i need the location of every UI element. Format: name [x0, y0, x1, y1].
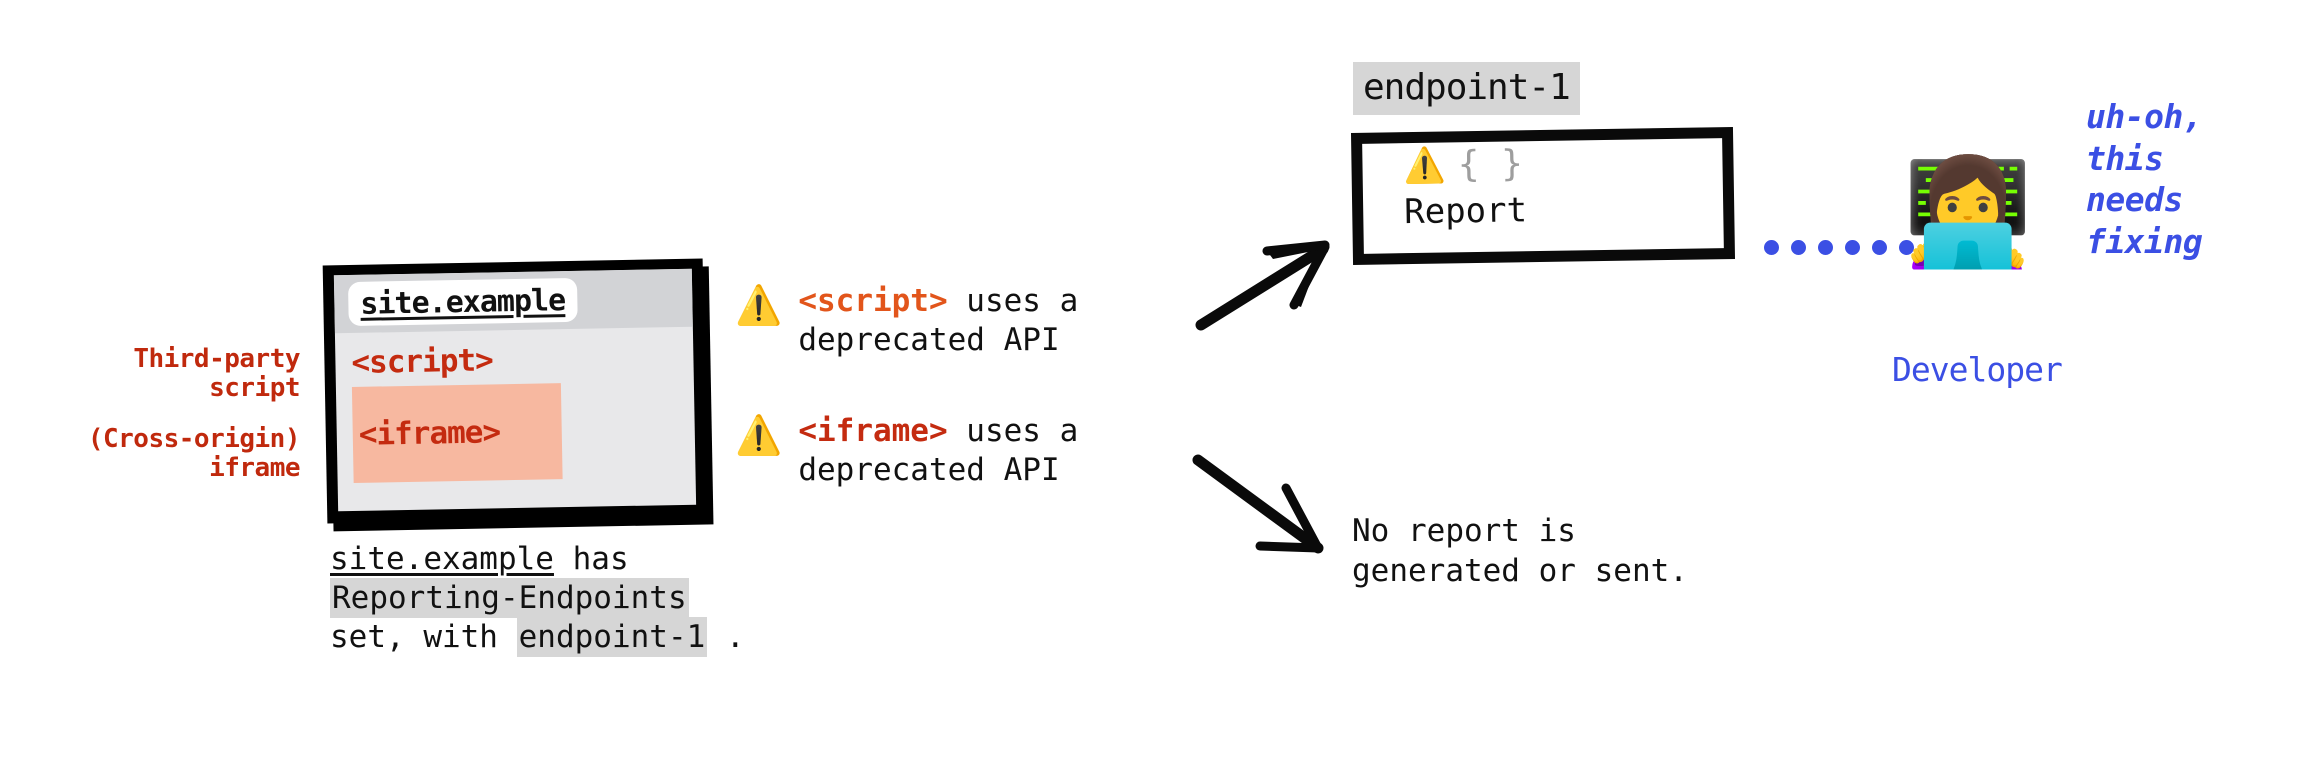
caption-line-2: Reporting-Endpoints: [330, 577, 890, 618]
caption-reporting-endpoints-chip: Reporting-Endpoints: [330, 577, 689, 618]
developer-quote: uh-oh, this needs fixing: [2086, 97, 2203, 261]
developer-avatar-icon: 👩‍💻: [1903, 151, 2033, 273]
endpoint-label: endpoint-1: [1353, 62, 1580, 115]
browser-chrome-bar: site.example: [333, 268, 693, 334]
connector-dot: [1791, 240, 1806, 255]
caption-period: .: [707, 618, 745, 655]
script-tag-inline: <script>: [798, 283, 948, 319]
iframe-tag-code: <iframe>: [358, 414, 501, 453]
connector-dot: [1899, 240, 1914, 255]
warning-rest-iframe: uses a deprecated API: [798, 413, 1079, 488]
report-icon-row: ⚠️ { }: [1403, 143, 1526, 187]
warning-text-script: <script> uses a deprecated API: [798, 282, 1078, 360]
browser-viewport: site.example <script> <iframe>: [333, 268, 697, 512]
caption-set-with: set, with: [330, 618, 517, 655]
connector-dot: [1845, 240, 1860, 255]
caption-has: has: [553, 541, 629, 577]
warning-icon: ⚠️: [735, 413, 783, 457]
annotation-third-party-script: Third-party script: [133, 344, 300, 404]
report-box-content: ⚠️ { } Report: [1403, 143, 1528, 233]
script-tag-code: <script>: [351, 342, 494, 381]
warning-icon: ⚠️: [1403, 145, 1447, 187]
page-content: <script> <iframe>: [335, 327, 696, 484]
dotted-connector: [1764, 240, 1914, 255]
warning-rest-script: uses a deprecated API: [798, 283, 1079, 358]
warning-icon: ⚠️: [735, 283, 783, 327]
developer-label: Developer: [1892, 350, 2063, 389]
caption-site-name: site.example: [330, 541, 554, 577]
connector-dot: [1872, 240, 1887, 255]
warning-row-iframe: ⚠️ <iframe> uses a deprecated API: [735, 412, 1078, 490]
iframe-tag-inline: <iframe>: [798, 413, 948, 449]
report-title: Report: [1403, 190, 1528, 233]
browser-window-mock: site.example <script> <iframe>: [322, 258, 714, 532]
arrow-to-report: [1195, 240, 1330, 331]
warning-row-script: ⚠️ <script> uses a deprecated API: [735, 282, 1078, 360]
report-box: ⚠️ { } Report: [1350, 127, 1736, 265]
warning-text-iframe: <iframe> uses a deprecated API: [798, 412, 1078, 490]
address-bar[interactable]: site.example: [347, 277, 578, 327]
connector-dot: [1818, 240, 1833, 255]
no-report-text: No report is generated or sent.: [1352, 513, 1688, 589]
iframe-region: <iframe>: [351, 383, 563, 483]
arrow-to-no-report: [1192, 454, 1324, 554]
annotation-cross-origin-iframe: (Cross-origin) iframe: [87, 424, 301, 484]
browser-caption: site.example has Reporting-Endpoints set…: [330, 540, 890, 657]
json-braces-icon: { }: [1457, 143, 1524, 186]
caption-endpoint-chip: endpoint-1: [516, 616, 708, 657]
caption-line-1: site.example has: [330, 540, 890, 579]
address-bar-url: site.example: [360, 282, 566, 322]
connector-dot: [1764, 240, 1779, 255]
caption-line-3: set, with endpoint-1 .: [330, 616, 890, 657]
